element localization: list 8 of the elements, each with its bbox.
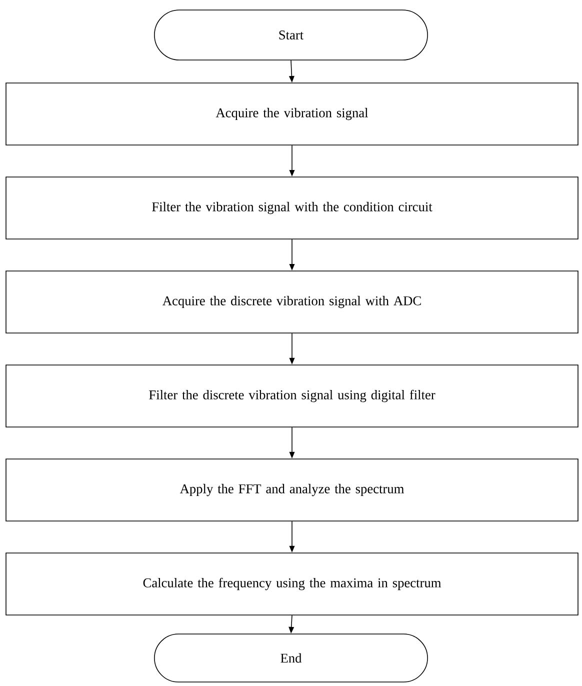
process-box: Apply the FFT and analyze the spectrum bbox=[6, 458, 578, 522]
process-box: Acquire the discrete vibration signal with ADC bbox=[6, 270, 578, 334]
process-box: Calculate the frequency using the maxima in spectrum bbox=[6, 552, 578, 616]
terminal-box: End bbox=[154, 634, 428, 682]
process-box: Filter the vibration signal with the condition circuit bbox=[6, 176, 578, 240]
process-box: Filter the discrete vibration signal using digital filter bbox=[6, 364, 578, 428]
process-box: Acquire the vibration signal bbox=[6, 82, 578, 146]
terminal-box: Start bbox=[154, 10, 428, 60]
